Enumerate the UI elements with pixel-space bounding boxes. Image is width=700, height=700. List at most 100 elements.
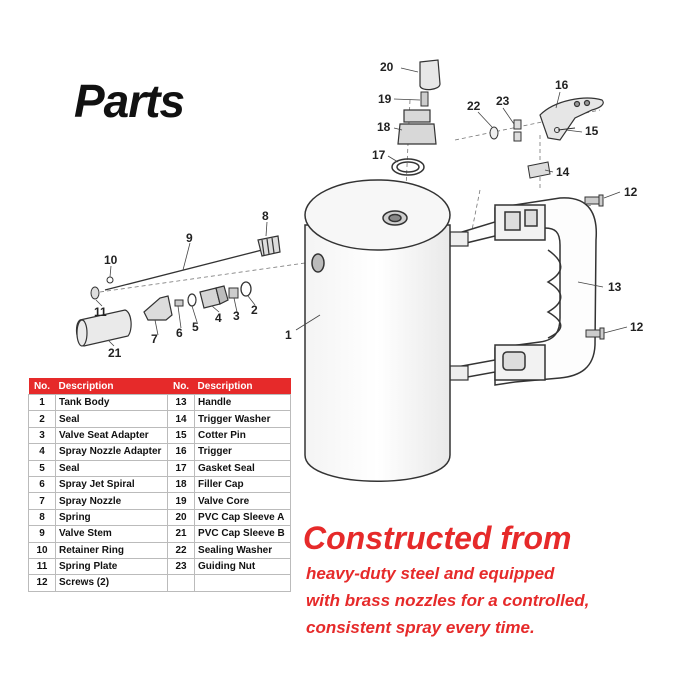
spring-plate-part: [90, 286, 100, 300]
callout-leader-lines: [95, 67, 628, 347]
cell-description: Gasket Seal: [194, 459, 291, 477]
cell-no: 11: [28, 557, 56, 576]
callout-11: 11: [94, 305, 107, 319]
callout-18: 18: [377, 120, 391, 134]
cell-description: Trigger: [194, 443, 291, 461]
callout-6: 6: [176, 326, 183, 340]
callout-23: 23: [496, 94, 510, 108]
promo-line-3: consistent spray every time.: [306, 618, 535, 637]
cell-description: Sealing Washer: [194, 541, 291, 559]
cell-no: 22: [167, 541, 196, 559]
header-no-right: No.: [167, 378, 195, 395]
cell-description: Tank Body: [54, 393, 169, 412]
cell-no: 17: [167, 459, 196, 477]
callout-16: 16: [555, 78, 569, 92]
cell-no: 9: [28, 525, 56, 543]
cell-description: Spray Jet Spiral: [54, 475, 169, 494]
cotter-pin-part: [554, 127, 576, 133]
cell-no: 23: [167, 557, 196, 576]
cell-no: 4: [28, 443, 56, 461]
cell-no: 13: [167, 393, 196, 412]
callout-13: 13: [608, 280, 622, 294]
cell-description: Handle: [194, 393, 291, 412]
cell-no: 5: [28, 459, 56, 477]
cell-no: 18: [167, 475, 196, 494]
cell-no: 19: [167, 492, 196, 510]
cell-no: 20: [167, 508, 196, 527]
callout-12-top: 12: [624, 185, 638, 199]
callout-17: 17: [372, 148, 386, 162]
cell-description: Cotter Pin: [194, 426, 291, 445]
pvc-cap-sleeve-b-part: [75, 309, 132, 347]
cell-description: Spray Nozzle: [54, 492, 169, 510]
callout-22: 22: [467, 99, 481, 113]
cell-no: 2: [28, 410, 56, 428]
tank-body-part: [304, 179, 451, 482]
header-description-left: Description: [55, 378, 168, 395]
cell-description: Valve Seat Adapter: [54, 426, 169, 445]
callout-19: 19: [378, 92, 392, 106]
callout-2: 2: [251, 303, 258, 317]
cell-description: PVC Cap Sleeve B: [194, 525, 291, 543]
header-no-left: No.: [28, 378, 56, 395]
valve-seat-adapter-part: [228, 287, 239, 299]
cell-description: Spring: [54, 508, 169, 527]
promo-line-1: heavy-duty steel and equipped: [306, 564, 555, 583]
callout-9: 9: [186, 231, 193, 245]
cell-description: Valve Core: [194, 492, 291, 510]
callout-5: 5: [192, 320, 199, 334]
cell-description: Valve Stem: [54, 525, 169, 543]
parts-table-header: No. Description No. Description: [28, 378, 291, 395]
spray-nozzle-adapter-part: [199, 285, 229, 309]
retainer-ring-part: [106, 276, 114, 284]
cell-no: 1: [28, 393, 56, 412]
trigger-part: [539, 97, 604, 141]
guiding-nut-part: [513, 119, 522, 142]
cell-description: [194, 574, 291, 592]
cell-no: 12: [28, 574, 56, 592]
callout-7: 7: [151, 332, 158, 346]
promo-line-2: with brass nozzles for a controlled,: [306, 591, 590, 610]
callout-3: 3: [233, 309, 240, 323]
filler-cap-part: [397, 109, 437, 145]
cell-no: 7: [28, 492, 56, 510]
callout-15: 15: [585, 124, 599, 138]
cell-description: PVC Cap Sleeve A: [194, 508, 291, 527]
cell-description: Filler Cap: [194, 475, 291, 494]
seal-part-2: [240, 281, 252, 297]
spray-jet-spiral-part: [174, 299, 184, 307]
callout-14: 14: [556, 165, 570, 179]
cell-description: Spring Plate: [54, 557, 169, 576]
cell-no: 6: [28, 475, 56, 494]
seal-part-5: [187, 293, 197, 307]
callout-1: 1: [285, 328, 292, 342]
page-title: Parts: [74, 75, 185, 127]
spray-nozzle-part: [143, 295, 173, 321]
cell-description: Retainer Ring: [54, 541, 169, 559]
callout-20: 20: [380, 60, 394, 74]
callout-8: 8: [262, 209, 269, 223]
spring-part: [257, 235, 281, 257]
cell-no: 14: [167, 410, 196, 428]
cell-no: [167, 574, 196, 592]
callout-10: 10: [104, 253, 118, 267]
cell-description: Trigger Washer: [194, 410, 291, 428]
valve-stem-part: [104, 249, 263, 291]
cell-no: 15: [167, 426, 196, 445]
valve-core-part: [420, 91, 429, 107]
cell-no: 10: [28, 541, 56, 559]
cell-description: Seal: [54, 459, 169, 477]
callout-numbers: 20 19 18 17 16 23 22 15 14 12 8 9 10 11 …: [94, 60, 644, 360]
promo-headline: Constructed from: [303, 520, 572, 556]
